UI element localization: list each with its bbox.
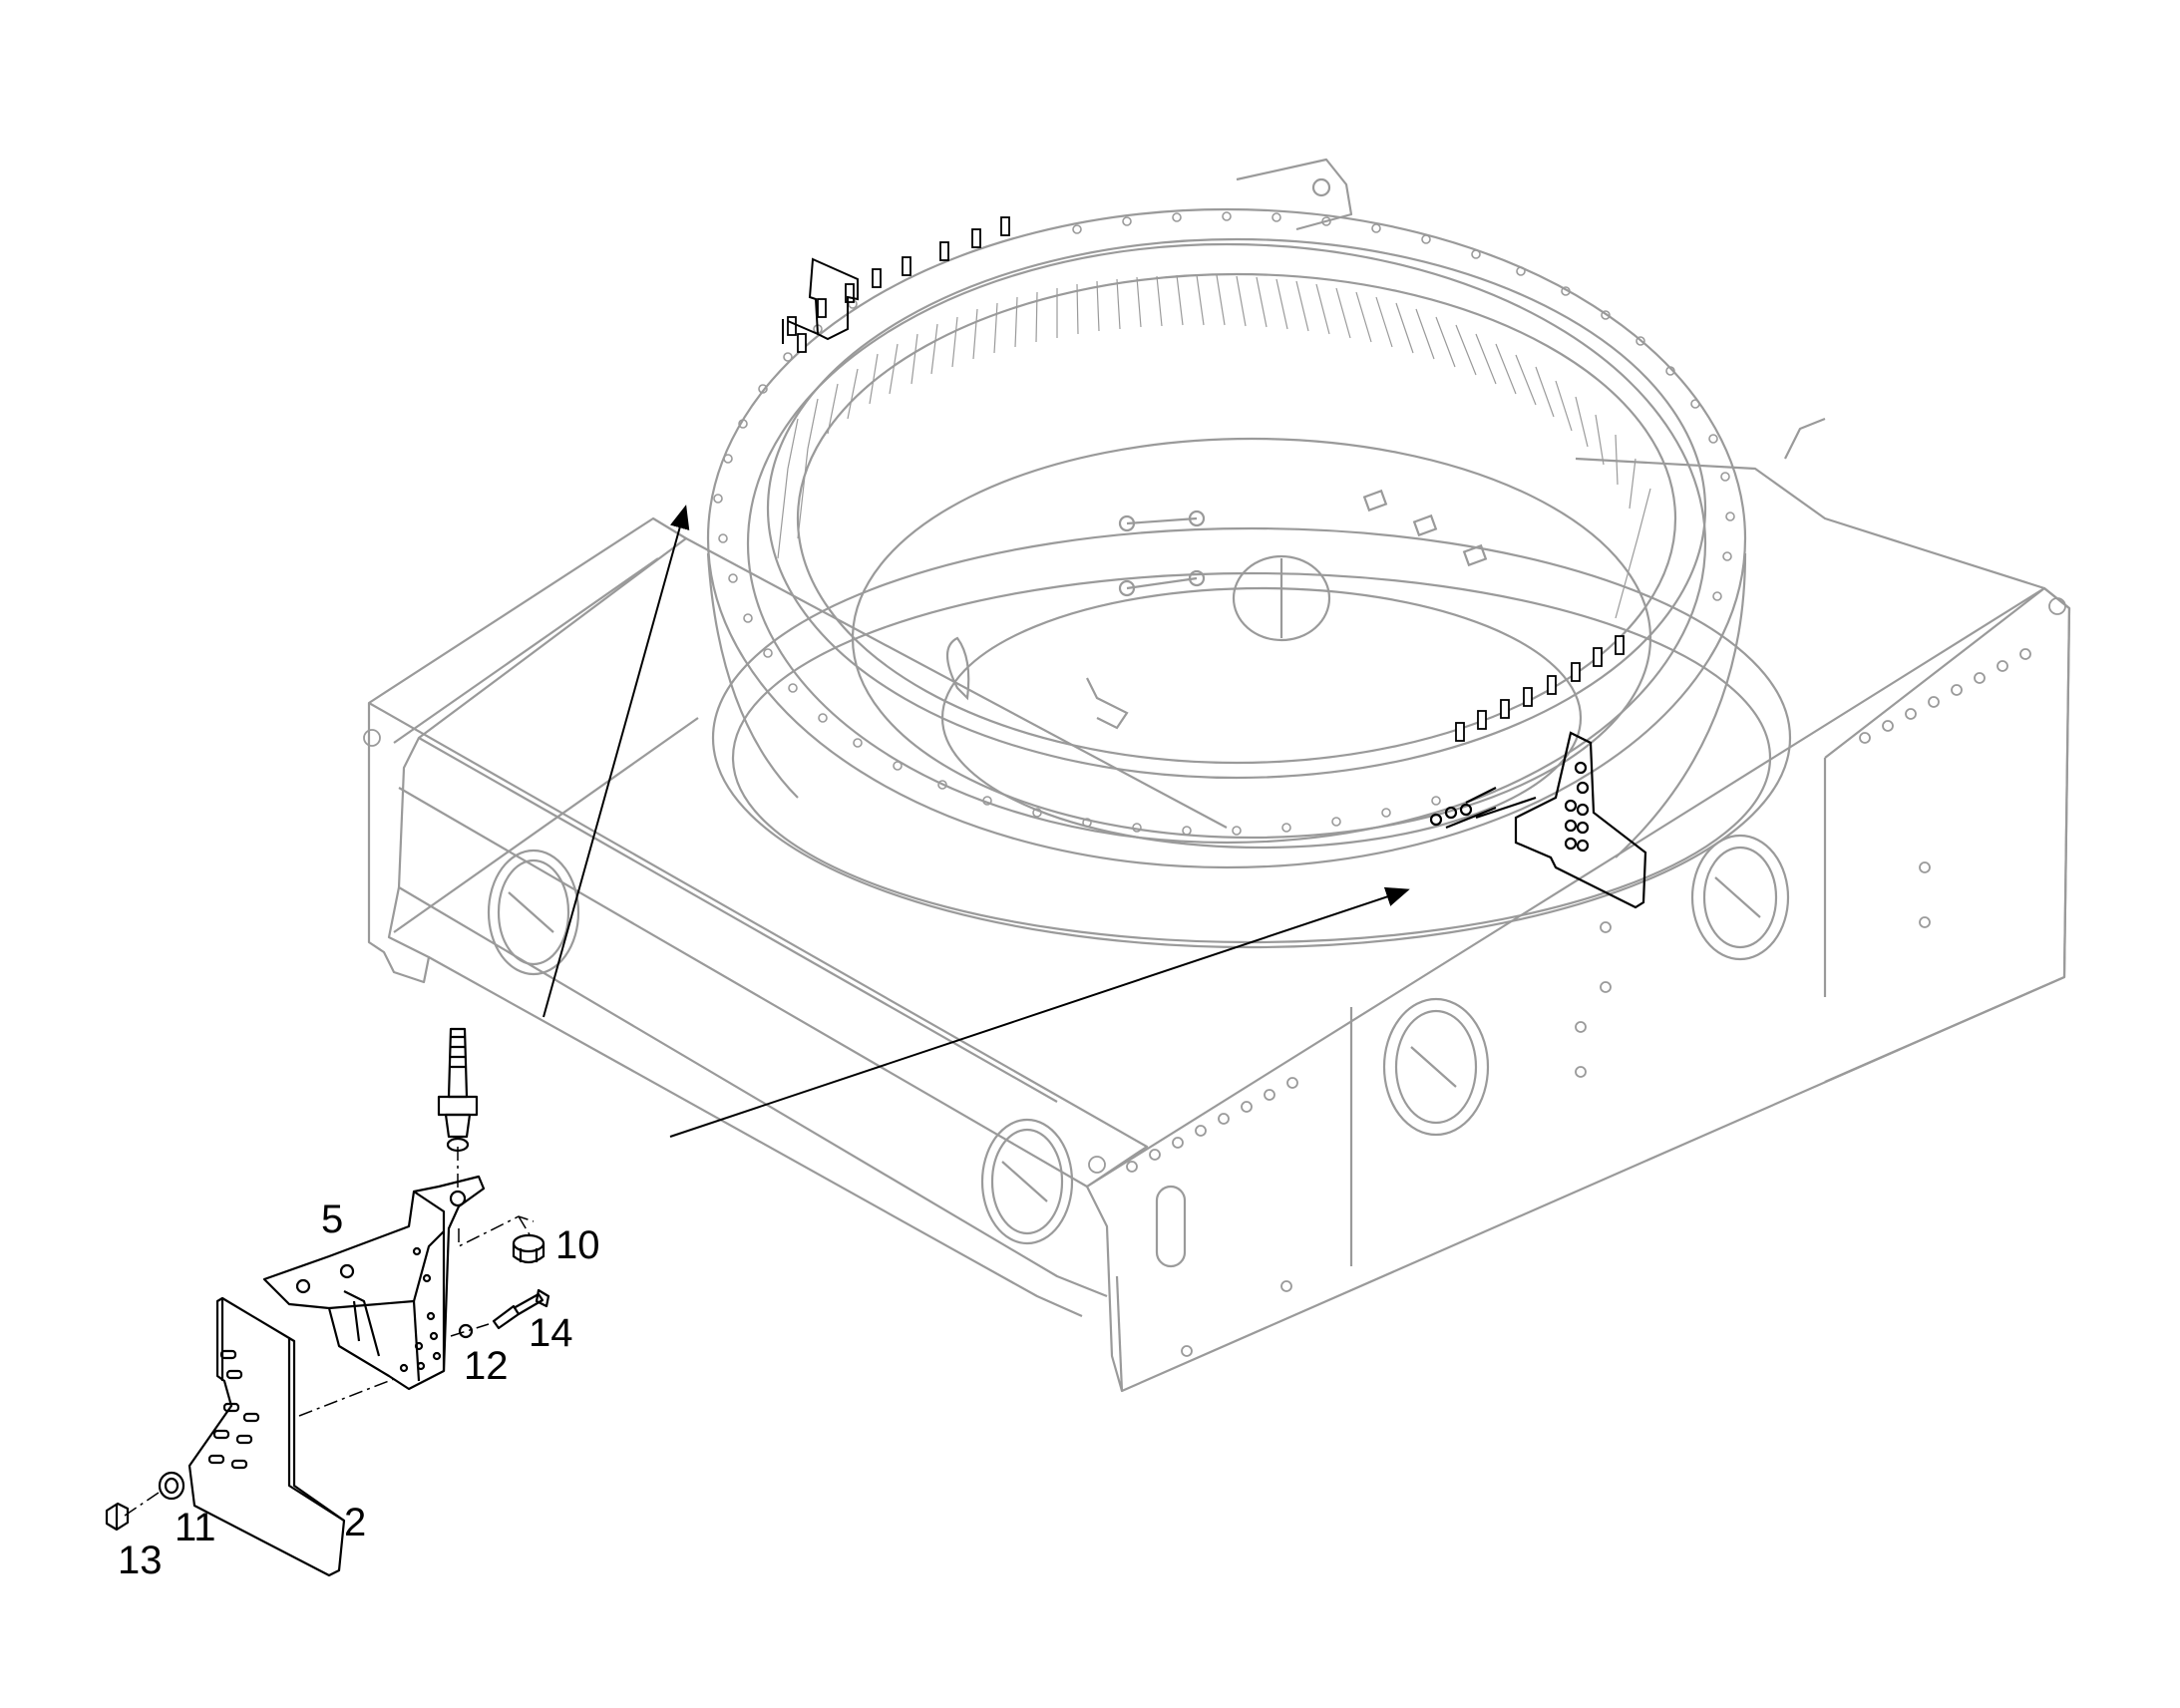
gear-teeth xyxy=(777,274,1651,619)
flange-bolt-holes xyxy=(713,211,1735,836)
label-part-14: 14 xyxy=(529,1311,573,1355)
leader-arrow-lower xyxy=(669,886,1410,1138)
ring-gear-inner xyxy=(796,272,1677,765)
bracket-part-5 xyxy=(262,1175,486,1391)
label-part-10: 10 xyxy=(555,1223,600,1267)
lower-stud-row xyxy=(1455,635,1625,742)
screw-part-14 xyxy=(492,1288,550,1330)
nut-part-10 xyxy=(512,1233,545,1264)
label-part-5: 5 xyxy=(321,1197,343,1241)
ring-internal-components xyxy=(945,489,1488,730)
frame-right-beam xyxy=(1085,586,2071,1393)
mainframe-assembly xyxy=(363,158,2071,1393)
frame-openings xyxy=(487,834,1790,1245)
leader-arrows xyxy=(543,505,1410,1138)
label-part-12: 12 xyxy=(464,1344,509,1388)
label-part-13: 13 xyxy=(118,1538,163,1582)
frame-right-end-plate xyxy=(1824,586,2071,1084)
frame-slot xyxy=(1155,1185,1187,1268)
nut-part-13 xyxy=(105,1502,130,1532)
ring-outer-flange-top xyxy=(706,207,1747,869)
ring-studs xyxy=(787,216,1625,742)
upper-stud-row xyxy=(787,216,1010,353)
frame-left-end-plate xyxy=(367,516,688,984)
washer-part-12 xyxy=(458,1323,474,1339)
plate-part-2 xyxy=(187,1296,346,1577)
part-number-labels: 5 10 14 12 2 11 13 xyxy=(118,1197,600,1582)
washer-part-11 xyxy=(158,1471,185,1501)
assembly-centerlines xyxy=(124,1147,535,1517)
slewing-ring-assembly xyxy=(706,207,1792,949)
mounted-bracket-upper xyxy=(782,257,859,344)
exploded-parts xyxy=(105,1027,550,1577)
stud-bolt xyxy=(437,1027,479,1153)
leader-arrow-upper xyxy=(543,505,690,1018)
label-part-2: 2 xyxy=(344,1501,366,1544)
ring-gear-outer xyxy=(766,237,1707,780)
frame-hole-rows xyxy=(363,597,2066,1357)
ring-outer-flange-bottom xyxy=(711,526,1792,949)
mounted-bracket-right xyxy=(1429,731,1647,909)
label-part-11: 11 xyxy=(175,1506,216,1549)
